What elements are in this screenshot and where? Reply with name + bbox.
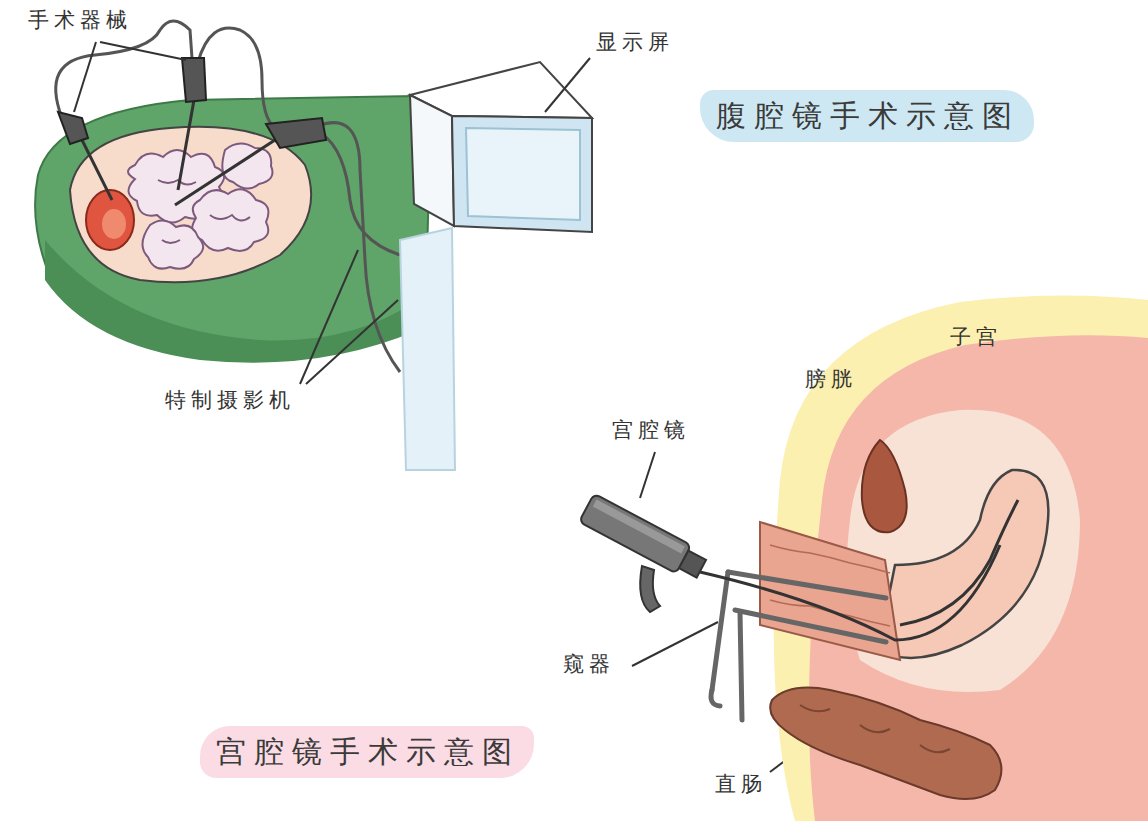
part-label: 膀胱	[805, 367, 857, 392]
abdomen	[70, 127, 311, 282]
canal-texture	[770, 545, 890, 626]
title-band: 腹腔镜手术示意图	[700, 90, 1034, 142]
part-label: 显示屏	[596, 30, 674, 55]
diagram-title: 腹腔镜手术示意图	[716, 98, 1020, 134]
monitor	[400, 62, 592, 470]
bladder	[862, 440, 907, 532]
part-label: 特制摄影机	[165, 388, 295, 413]
part-label: 手术器械	[28, 8, 132, 33]
title-band: 宫腔镜手术示意图	[200, 726, 534, 778]
cables	[56, 21, 400, 372]
uterine-cavity	[900, 500, 1018, 625]
part-label: 直肠	[715, 772, 767, 797]
speculum	[711, 572, 886, 720]
uterus	[878, 470, 1048, 658]
part-label: 宫腔镜	[612, 418, 690, 443]
rectum-folds	[800, 705, 950, 752]
instruments	[58, 58, 326, 205]
part-label: 窥器	[563, 652, 615, 677]
diagram-title: 宫腔镜手术示意图	[216, 734, 520, 770]
intestines	[128, 143, 273, 268]
organ-highlight	[102, 209, 126, 239]
part-label: 子宫	[950, 325, 1002, 350]
hysteroscope	[579, 494, 1000, 640]
rectum	[770, 688, 1001, 799]
